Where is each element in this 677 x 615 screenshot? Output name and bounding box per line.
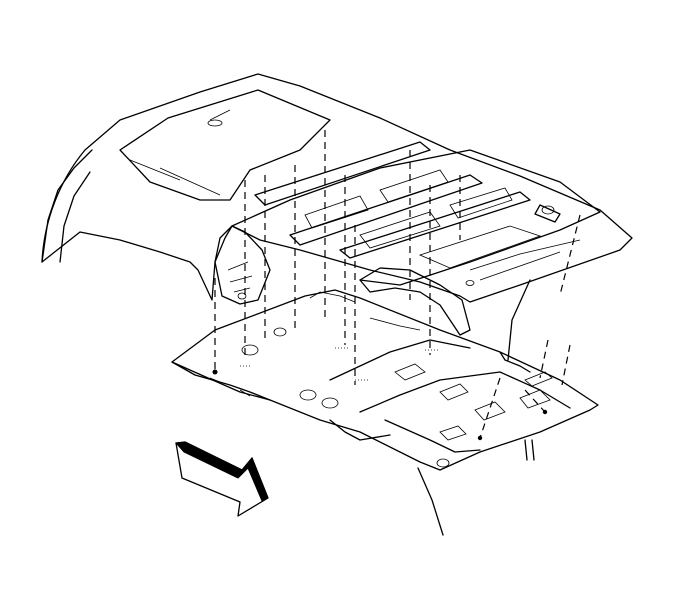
roof-panel-outline xyxy=(41,73,633,303)
view-direction-arrow-icon xyxy=(174,441,269,517)
roof-side-rail xyxy=(231,149,601,286)
harness-lead xyxy=(417,467,444,536)
roof-bow-1 xyxy=(254,141,431,206)
headliner-assembly xyxy=(171,289,599,536)
left-pillar xyxy=(41,149,93,263)
alignment-lines xyxy=(214,130,581,439)
headliner-panel xyxy=(171,289,599,471)
roof-assembly xyxy=(41,73,633,336)
fastener xyxy=(212,369,218,375)
view-arrow-shadow-band xyxy=(174,441,269,502)
right-rear-pillar xyxy=(359,267,471,336)
roof-inner-skin xyxy=(119,89,331,201)
dome-light-opening xyxy=(394,363,426,381)
headliner-sunroof-recess xyxy=(359,371,571,413)
left-inner-pillar xyxy=(214,225,271,305)
headliner-front-edge xyxy=(171,361,271,401)
